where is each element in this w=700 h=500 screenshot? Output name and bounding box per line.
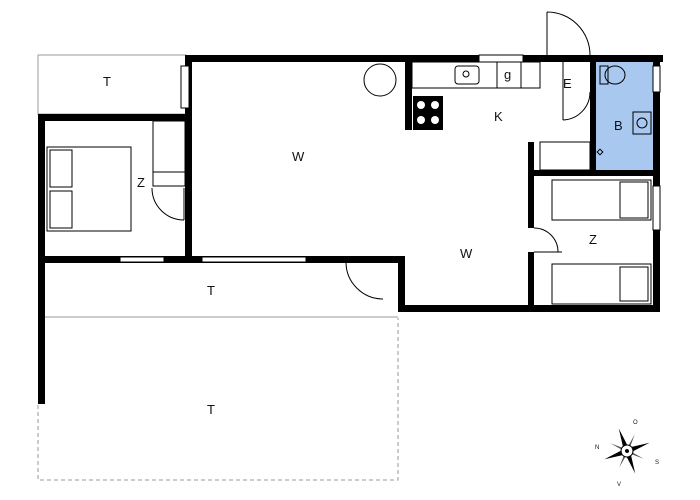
compass-icon bbox=[604, 428, 650, 474]
furniture bbox=[46, 61, 652, 305]
label-living-lower: W bbox=[460, 246, 473, 261]
doors bbox=[151, 11, 591, 300]
label-bathroom: B bbox=[614, 118, 623, 133]
terrace-top-left-outline bbox=[37, 54, 187, 115]
label-bedroom-right: Z bbox=[589, 232, 597, 247]
label-terrace-middle: T bbox=[207, 283, 215, 298]
compass-n: N bbox=[595, 445, 599, 451]
compass-v: V bbox=[617, 482, 621, 488]
terrace-bottom-outline bbox=[37, 318, 399, 481]
compass-o: O bbox=[633, 420, 638, 426]
label-terrace-bottom: T bbox=[207, 402, 215, 417]
label-entrance: E bbox=[563, 76, 572, 91]
walls bbox=[38, 55, 663, 404]
label-bedroom-left: Z bbox=[137, 175, 145, 190]
compass-s: S bbox=[655, 460, 659, 466]
label-kitchen: K bbox=[494, 109, 503, 124]
label-terrace-top-left: T bbox=[103, 74, 111, 89]
compass-labels: O N S V bbox=[595, 420, 659, 488]
label-living-main: W bbox=[292, 149, 305, 164]
bathroom-fill bbox=[595, 62, 653, 170]
room-labels: T Z W K g E B W Z T T bbox=[103, 67, 623, 417]
windows bbox=[119, 54, 661, 263]
label-storage-g: g bbox=[504, 67, 511, 82]
